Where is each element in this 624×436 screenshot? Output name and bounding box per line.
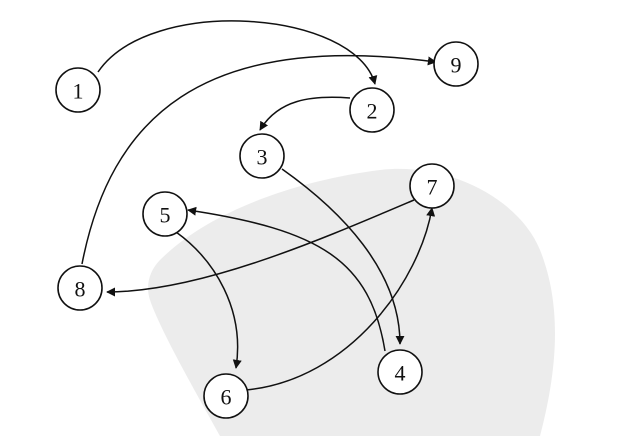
node-2: 2 [349, 87, 395, 133]
node-9: 9 [433, 41, 479, 87]
edge-8-to-9 [81, 54, 437, 265]
node-6-label: 6 [221, 385, 232, 410]
node-2-label: 2 [367, 99, 378, 124]
node-9-label: 9 [451, 53, 462, 78]
node-6: 6 [203, 373, 249, 419]
edge-2-to-3 [259, 96, 351, 131]
edge-4-to-5 [187, 206, 386, 352]
node-8: 8 [57, 265, 103, 311]
node-1-label: 1 [73, 79, 84, 104]
node-7-label: 7 [427, 175, 438, 200]
edge-6-to-7 [245, 207, 436, 391]
edge-1-to-2 [97, 20, 378, 85]
node-3-label: 3 [257, 145, 268, 170]
node-5: 5 [142, 191, 188, 237]
node-7: 7 [409, 163, 455, 209]
watermark-stamp [148, 168, 555, 436]
node-5-label: 5 [160, 203, 171, 228]
node-8-label: 8 [75, 277, 86, 302]
node-3: 3 [239, 133, 285, 179]
edge-7-to-8 [106, 199, 415, 297]
node-1: 1 [55, 67, 101, 113]
node-4-label: 4 [395, 361, 406, 386]
nodes-layer: 1 2 3 4 5 6 7 [55, 41, 479, 419]
node-4: 4 [377, 349, 423, 395]
edge-5-to-6 [175, 231, 242, 369]
edge-3-to-4 [281, 168, 405, 345]
edges-layer [81, 20, 437, 391]
